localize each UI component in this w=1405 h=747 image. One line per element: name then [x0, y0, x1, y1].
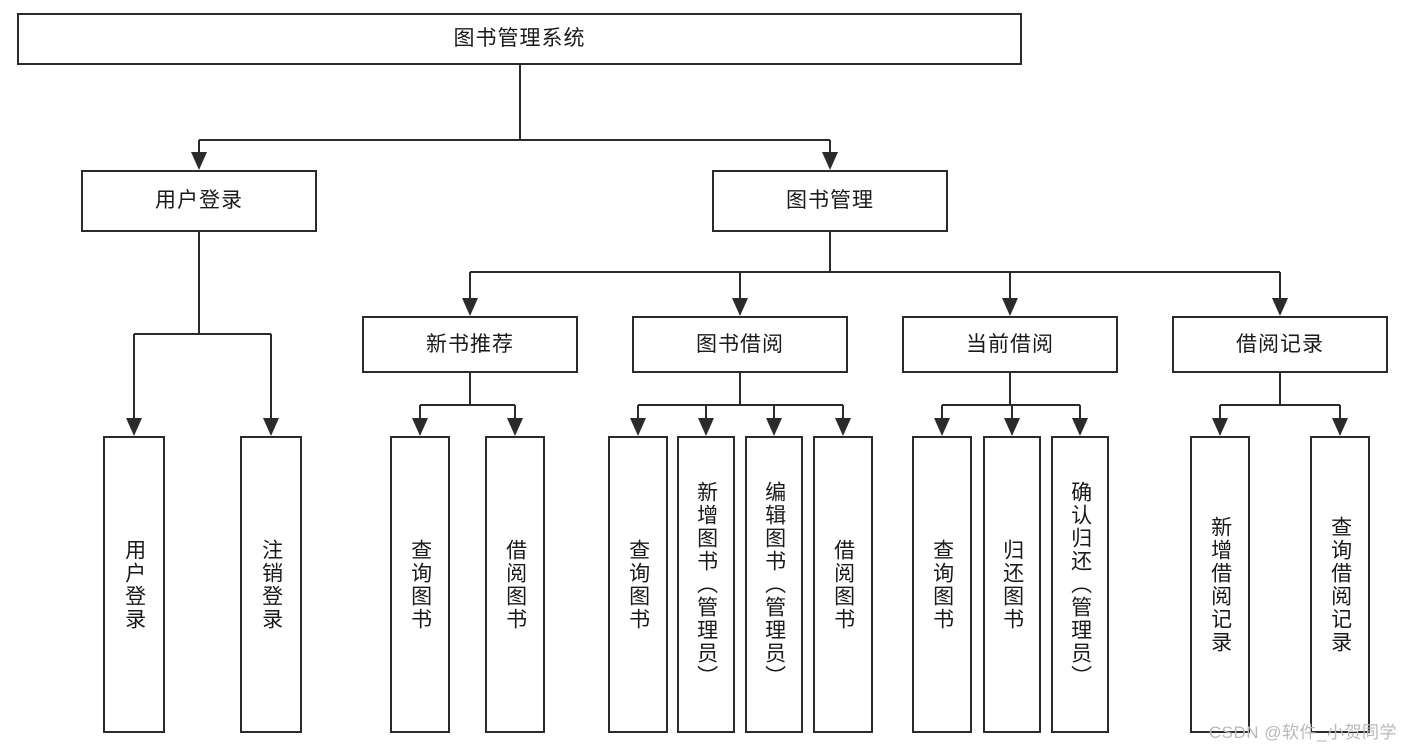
connector-bus	[638, 404, 843, 406]
arrowhead-icon	[630, 418, 646, 436]
connector-drop	[469, 272, 471, 298]
node-root-book-management-system[interactable]: 图书管理系统	[17, 13, 1022, 65]
node-borrowing-records[interactable]: 借阅记录	[1172, 316, 1388, 373]
node-leaf-borrow-books[interactable]: 借阅图书	[813, 436, 873, 733]
node-leaf-add-borrow-record[interactable]: 新增借阅记录	[1190, 436, 1250, 733]
node-label: 新增借阅记录	[1208, 515, 1232, 654]
connector-drop	[1009, 272, 1011, 298]
arrowhead-icon	[766, 418, 782, 436]
node-leaf-borrow-books-recommend[interactable]: 借阅图书	[485, 436, 545, 733]
node-book-borrowing[interactable]: 图书借阅	[632, 316, 848, 373]
connector-stem	[518, 65, 521, 140]
node-label: 借阅图书	[503, 538, 527, 631]
node-new-book-recommendation[interactable]: 新书推荐	[362, 316, 578, 373]
node-label: 图书借阅	[696, 332, 784, 356]
node-label: 查询图书	[408, 538, 432, 631]
node-label: 用户登录	[155, 189, 243, 213]
arrowhead-icon	[462, 298, 478, 316]
node-leaf-return-books[interactable]: 归还图书	[983, 436, 1041, 733]
node-book-management[interactable]: 图书管理	[712, 170, 948, 232]
connector-drop	[1011, 405, 1013, 418]
arrowhead-icon	[732, 298, 748, 316]
node-label: 当前借阅	[966, 332, 1054, 356]
arrowhead-icon	[263, 418, 279, 436]
node-user-login[interactable]: 用户登录	[81, 170, 317, 232]
arrowhead-icon	[1332, 418, 1348, 436]
connector-drop	[270, 334, 272, 418]
node-leaf-query-borrow-record[interactable]: 查询借阅记录	[1310, 436, 1370, 733]
node-label: 查询借阅记录	[1328, 515, 1352, 654]
connector-stem	[1279, 373, 1281, 405]
connector-stem	[469, 373, 471, 405]
node-leaf-edit-book-admin[interactable]: 编辑图书（管理员）	[745, 436, 803, 733]
arrowhead-icon	[1212, 418, 1228, 436]
node-label: 编辑图书（管理员）	[762, 481, 786, 688]
connector-drop	[829, 140, 831, 152]
node-label: 注销登录	[259, 538, 283, 631]
connector-drop	[842, 405, 844, 418]
connector-drop	[198, 140, 200, 152]
arrowhead-icon	[1072, 418, 1088, 436]
connector-stem	[1009, 373, 1011, 405]
connector-drop	[637, 405, 639, 418]
node-label: 借阅图书	[831, 538, 855, 631]
node-label: 用户登录	[122, 538, 146, 631]
connector-drop	[941, 405, 943, 418]
connector-bus	[199, 139, 830, 141]
node-label: 图书管理系统	[453, 27, 586, 51]
node-leaf-query-books-recommend[interactable]: 查询图书	[390, 436, 450, 733]
connector-drop	[514, 405, 516, 418]
arrowhead-icon	[1004, 418, 1020, 436]
arrowhead-icon	[698, 418, 714, 436]
node-label: 确认归还（管理员）	[1068, 481, 1092, 688]
connector-drop	[1279, 272, 1281, 298]
connector-stem	[198, 232, 200, 334]
connector-drop	[1219, 405, 1221, 418]
connector-drop	[773, 405, 775, 418]
node-leaf-logout[interactable]: 注销登录	[240, 436, 302, 733]
connector-bus	[1220, 404, 1340, 406]
node-label: 查询图书	[930, 538, 954, 631]
arrowhead-icon	[1272, 298, 1288, 316]
arrowhead-icon	[412, 418, 428, 436]
node-label: 新增图书（管理员）	[694, 481, 718, 688]
connector-drop	[1079, 405, 1081, 418]
node-leaf-add-book-admin[interactable]: 新增图书（管理员）	[677, 436, 735, 733]
node-current-borrowing[interactable]: 当前借阅	[902, 316, 1118, 373]
connector-drop	[705, 405, 707, 418]
connector-drop	[1339, 405, 1341, 418]
connector-drop	[419, 405, 421, 418]
arrowhead-icon	[822, 152, 838, 170]
arrowhead-icon	[1002, 298, 1018, 316]
arrowhead-icon	[934, 418, 950, 436]
connector-stem	[829, 232, 831, 272]
connector-stem	[739, 373, 741, 405]
node-leaf-user-login[interactable]: 用户登录	[103, 436, 165, 733]
arrowhead-icon	[126, 418, 142, 436]
node-label: 图书管理	[786, 189, 874, 213]
connector-bus	[134, 333, 271, 335]
node-leaf-confirm-return-admin[interactable]: 确认归还（管理员）	[1051, 436, 1109, 733]
node-leaf-query-books-current[interactable]: 查询图书	[912, 436, 972, 733]
node-label: 查询图书	[626, 538, 650, 631]
connector-bus	[420, 404, 515, 406]
node-leaf-query-books-borrow[interactable]: 查询图书	[608, 436, 668, 733]
node-label: 借阅记录	[1236, 332, 1324, 356]
connector-bus	[470, 271, 1280, 273]
connector-drop	[739, 272, 741, 298]
csdn-watermark: CSDN @软件_小贺同学	[1208, 723, 1397, 742]
connector-drop	[133, 334, 135, 418]
arrowhead-icon	[507, 418, 523, 436]
arrowhead-icon	[191, 152, 207, 170]
node-label: 新书推荐	[426, 332, 514, 356]
node-label: 归还图书	[1000, 538, 1024, 631]
arrowhead-icon	[835, 418, 851, 436]
